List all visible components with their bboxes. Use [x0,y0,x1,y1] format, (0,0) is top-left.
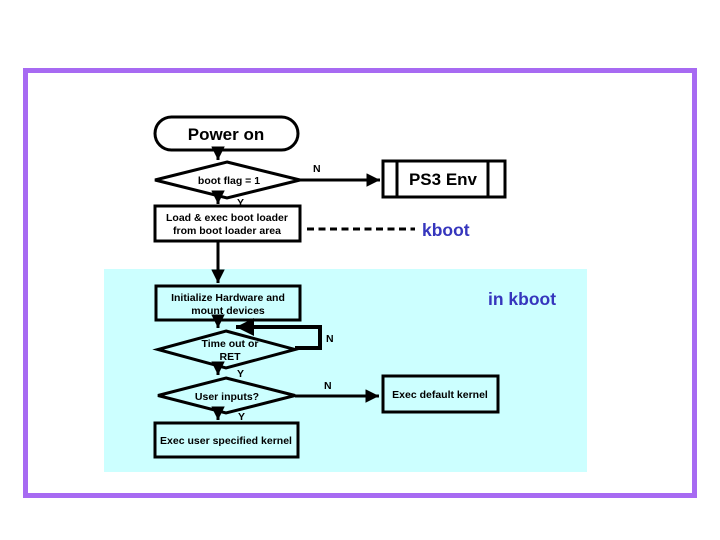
edge-timeout-no-loop [236,318,322,350]
load-exec-label-line1: Load & exec boot loader [166,212,288,224]
timeout-decision: Time out or RET [152,329,301,370]
bootflag-yes-label: Y [237,197,244,209]
load-exec-shape [153,204,302,243]
load-exec-process: Load & exec boot loader from boot loader… [153,204,302,243]
in-kboot-annotation: in kboot [488,289,556,309]
init-hw-label-line2: mount devices [191,305,265,317]
boot-flag-label: boot flag = 1 [198,175,260,187]
timeout-yes-label: Y [237,368,244,380]
kboot-annotation: kboot [422,220,470,240]
ps3-env-shape [381,159,507,199]
init-hw-process: Initialize Hardware and mount devices [154,284,302,322]
exec-user-label: Exec user specified kernel [160,435,292,447]
exec-default-shape [381,374,500,414]
power-on-shape [153,115,300,152]
boot-flag-shape [154,160,301,200]
user-inputs-label: User inputs? [195,391,259,403]
timeout-label-line2: RET [220,351,242,363]
user-inputs-shape [157,376,296,415]
boot-flag-decision: boot flag = 1 [154,160,301,200]
kboot-region [104,269,587,472]
userinputs-no-label: N [324,380,332,392]
exec-default-label: Exec default kernel [392,389,488,401]
power-on-node: Power on [153,115,300,152]
load-exec-label-line2: from boot loader area [173,225,281,237]
user-inputs-decision: User inputs? [157,376,296,415]
exec-user-process: Exec user specified kernel [153,421,300,459]
power-on-label: Power on [188,125,265,144]
exec-user-shape [153,421,300,459]
ps3-env-label: PS3 Env [409,170,478,189]
init-hw-label-line1: Initialize Hardware and [171,292,285,304]
timeout-no-label: N [326,333,334,345]
bootflag-no-label: N [313,163,321,175]
init-hw-shape [154,284,302,322]
timeout-label-line1: Time out or [202,338,259,350]
timeout-shape [152,329,301,370]
ps3-env-node: PS3 Env [381,159,507,199]
userinputs-yes-label: Y [238,411,245,423]
exec-default-process: Exec default kernel [381,374,500,414]
